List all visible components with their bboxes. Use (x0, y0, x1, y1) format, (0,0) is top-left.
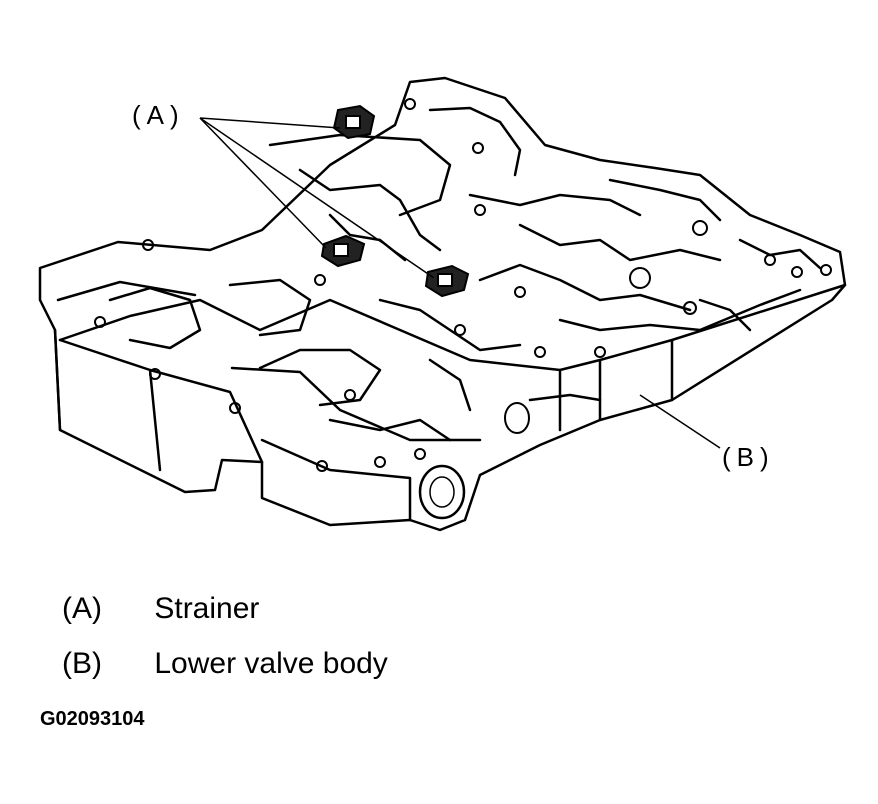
callout-label-b: (B) (722, 442, 775, 472)
legend-key: (A) (62, 592, 102, 625)
strainer-icon (332, 104, 376, 140)
valve-body-outline (38, 76, 847, 532)
legend-item-strainer: (A) Strainer (62, 592, 259, 626)
strainer-icon (320, 234, 366, 268)
figure-id: G02093104 (40, 708, 145, 730)
lower-valve-body-illustration (38, 76, 847, 532)
legend-key: (B) (62, 647, 102, 680)
legend-item-lower-valve-body: (B) Lower valve body (62, 647, 388, 681)
legend-label: Lower valve body (154, 647, 388, 680)
leader-lines (199, 117, 721, 449)
legend-label: Strainer (154, 592, 260, 625)
bore-boss (418, 464, 466, 520)
strainer-icon (424, 264, 470, 298)
callout-label-a: (A) (132, 100, 185, 130)
